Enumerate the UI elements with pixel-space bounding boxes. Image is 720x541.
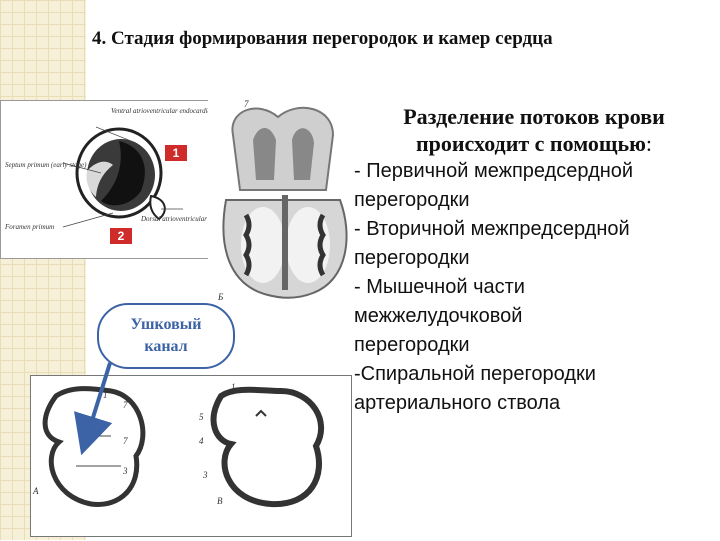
- fig3-mark-9: А: [32, 486, 39, 496]
- heart-cross-section-image: Ventral atrioventricular endocardial cus…: [4, 107, 266, 231]
- ventral-cushion-label: Ventral atrioventricular endocardial cus…: [111, 107, 213, 115]
- fig2-letter-label: Б: [217, 292, 224, 302]
- heart-section-figure: 7 Б: [208, 95, 358, 305]
- fig3-mark-4: 3: [122, 466, 128, 476]
- description-block: Разделение потоков крови происходит с по…: [354, 103, 714, 418]
- description-heading-colon: :: [645, 131, 653, 156]
- list-item: - Мышечной части: [354, 276, 525, 298]
- septation-line-drawings: 1 7 7 3 1 5 4 3 А В: [32, 382, 324, 508]
- dorsal-cushion-label: Dorsal atrioventricular endocardial cush…: [140, 215, 213, 223]
- heart-histology-image: 7 Б: [217, 99, 348, 302]
- auricular-canal-callout: Ушковый канал: [97, 303, 235, 369]
- septum-primum-label: Septum primum (early stage): [5, 161, 87, 169]
- list-item: перегородки: [354, 247, 470, 269]
- description-heading-text: происходит с помощью: [415, 131, 646, 156]
- list-item: - Первичной межпредсердной: [354, 160, 634, 182]
- fig3-mark-5: 1: [231, 382, 236, 392]
- fig3-mark-3: 7: [123, 436, 128, 446]
- fig3-mark-8: 3: [202, 470, 208, 480]
- fig3-mark-10: В: [217, 496, 223, 506]
- description-heading-line2: происходит с помощью:: [354, 130, 714, 157]
- auricular-canal-label: Ушковый канал: [130, 316, 202, 355]
- list-item: перегородки: [354, 334, 470, 356]
- fig3-mark-2: 7: [123, 400, 128, 410]
- description-heading-line1: Разделение потоков крови: [403, 104, 665, 129]
- slide-title: 4. Стадия формирования перегородок и кам…: [92, 28, 553, 49]
- fig3-mark-6: 5: [199, 412, 204, 422]
- fig2-number-label: 7: [244, 99, 249, 109]
- list-item: - Вторичной межпредсердной: [354, 218, 630, 240]
- list-item: межжелудочковой: [354, 305, 523, 327]
- decorative-left-strip: [0, 0, 86, 540]
- foramen-primum-label: Foramen primum: [4, 223, 54, 231]
- marker-badge-2: 2: [110, 228, 132, 244]
- marker-badge-1: 1: [165, 145, 187, 161]
- heart-septation-sketches: 1 7 7 3 1 5 4 3 А В: [30, 375, 352, 537]
- list-item: -Спиральной перегородки: [354, 363, 596, 385]
- fig3-mark-1: 1: [103, 390, 108, 400]
- list-item: артериального ствола: [354, 392, 561, 414]
- list-item: перегородки: [354, 189, 470, 211]
- fig3-mark-7: 4: [199, 436, 204, 446]
